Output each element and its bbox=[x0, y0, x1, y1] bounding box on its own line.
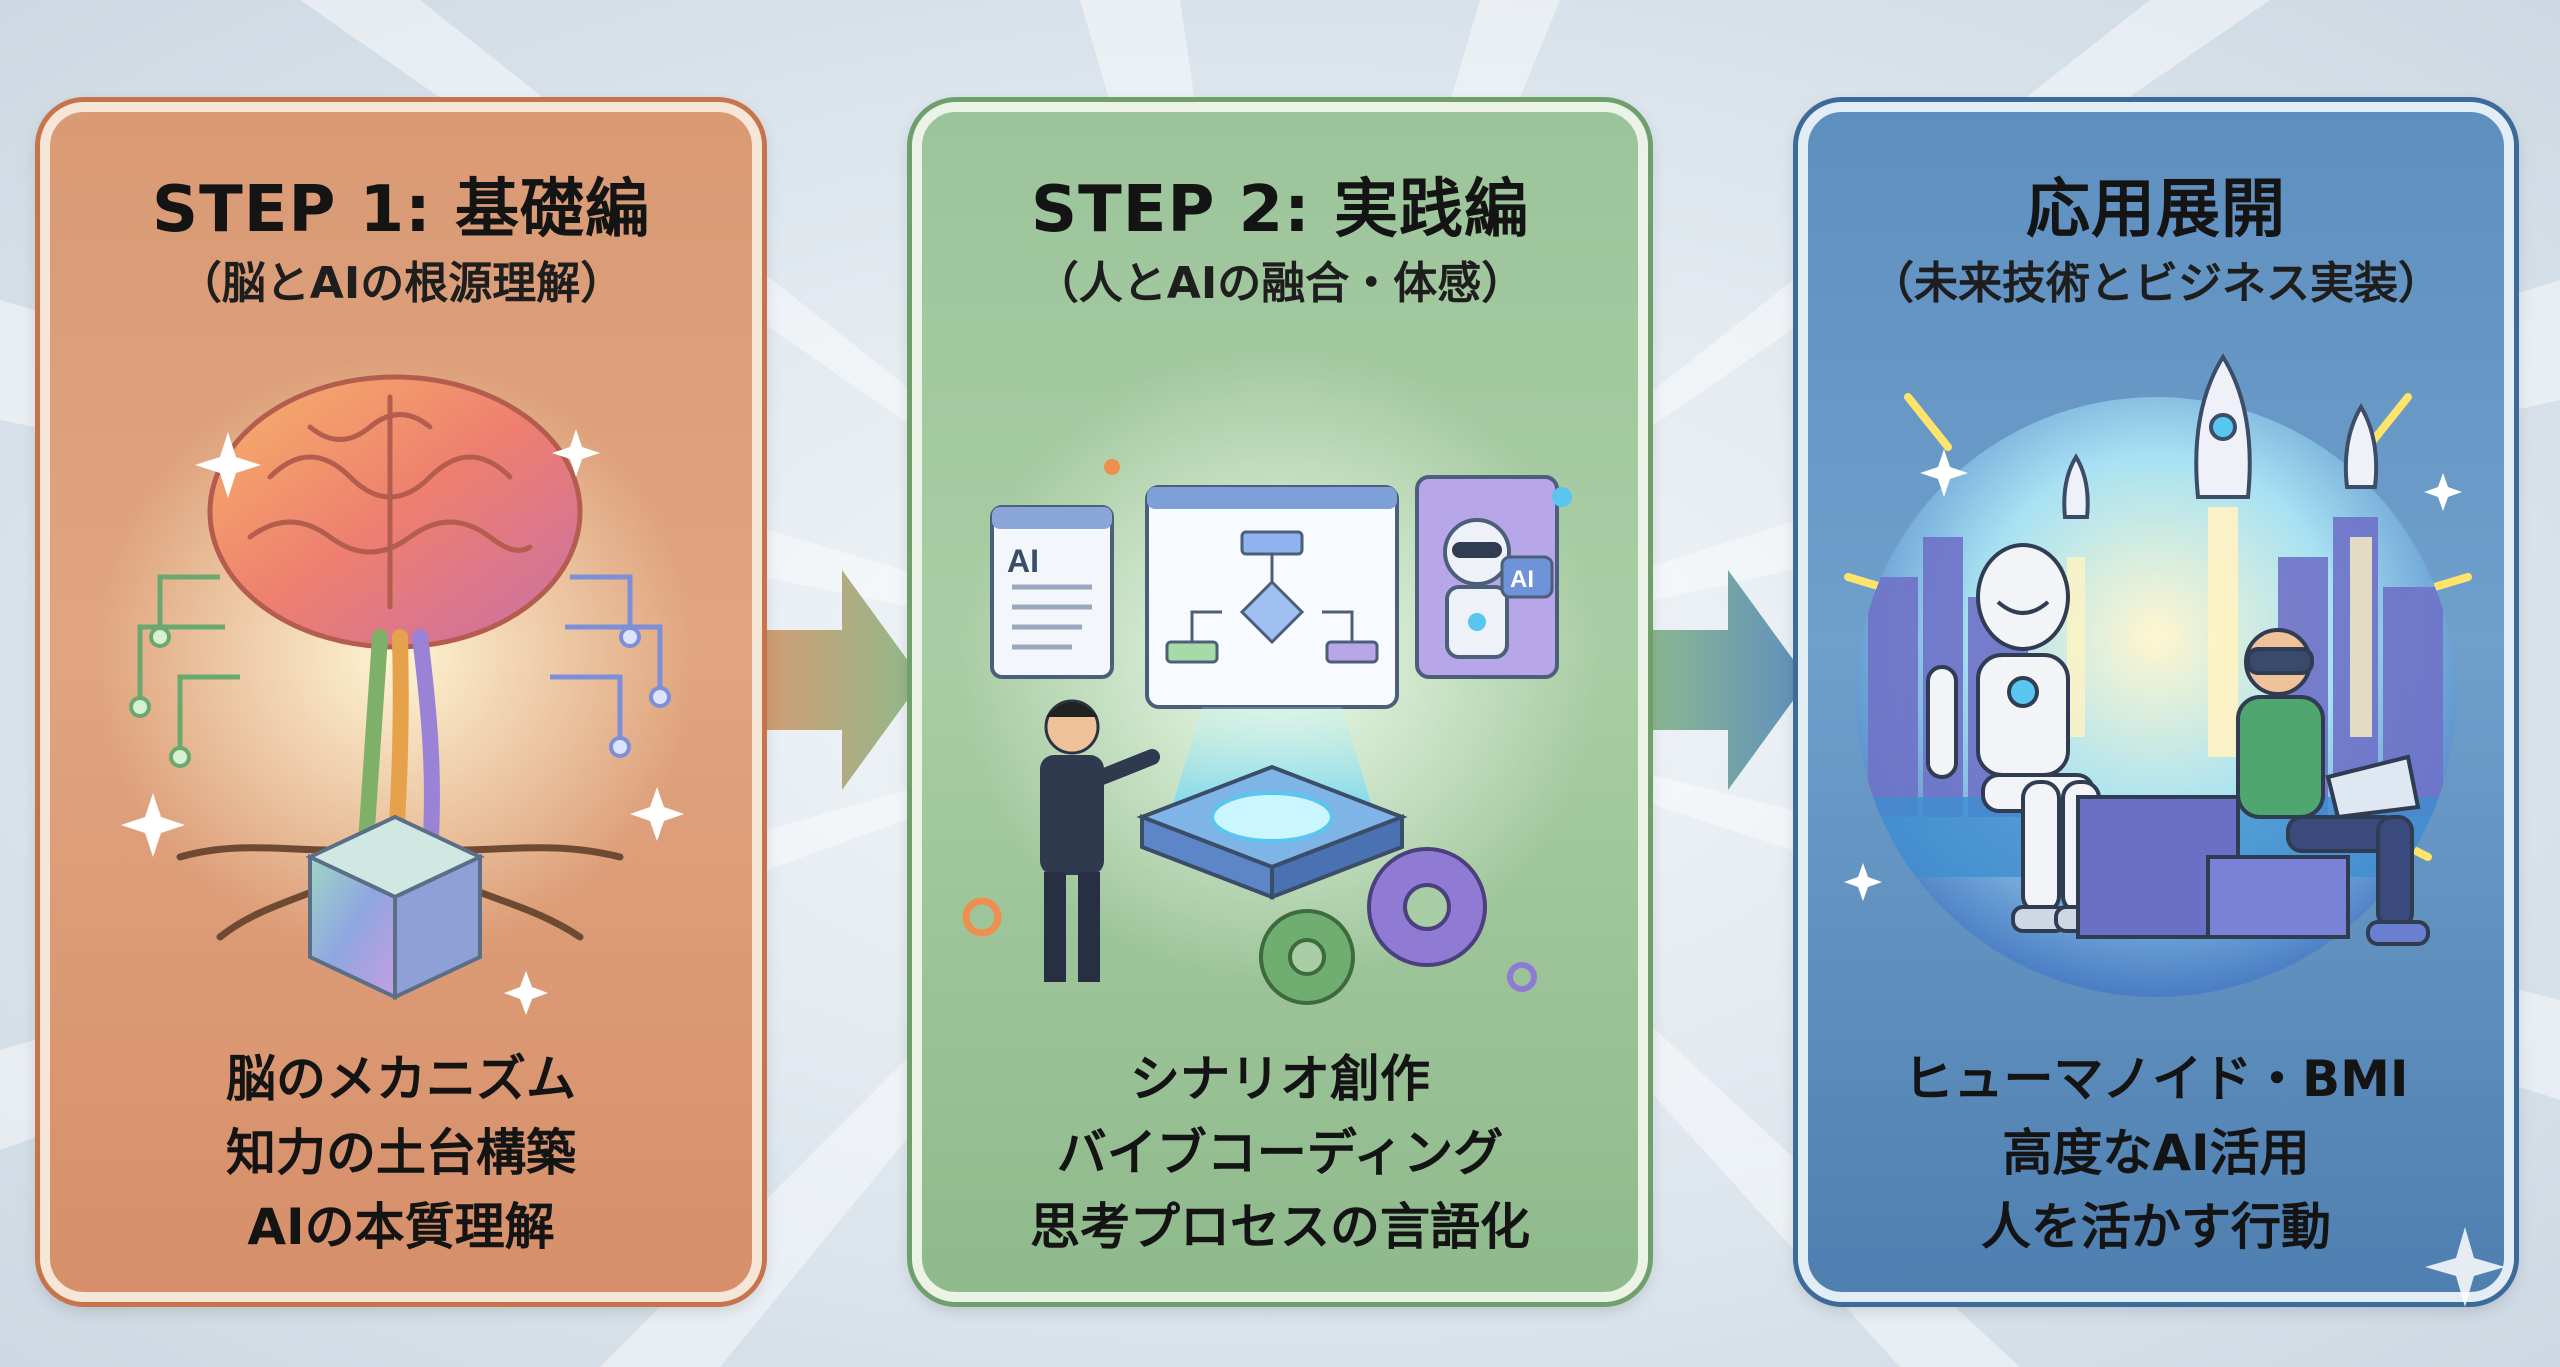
step3-panel: 応用展開 （未来技術とビジネス実装） bbox=[1798, 102, 2514, 1302]
step1-items: 脳のメカニズム 知力の土台構築 AIの本質理解 bbox=[50, 1042, 752, 1264]
step1-title: STEP 1: 基礎編 bbox=[151, 173, 651, 247]
step1-panel: STEP 1: 基礎編 （脳とAIの根源理解） bbox=[40, 102, 762, 1302]
step3-item: 高度なAI活用 bbox=[2002, 1124, 2310, 1182]
document-window: AI bbox=[990, 505, 1114, 679]
step2-title: STEP 2: 実践編 bbox=[1030, 173, 1530, 247]
human-ai-workflow-icon: AI AI bbox=[960, 347, 1600, 1005]
step3-item: 人を活かす行動 bbox=[1981, 1198, 2331, 1256]
sparkle-icon bbox=[2425, 1227, 2505, 1307]
step2-panel: STEP 2: 実践編 （人とAIの融合・体感） AI bbox=[912, 102, 1648, 1302]
svg-text:AI: AI bbox=[1007, 543, 1039, 579]
step2-subtitle: （人とAIの融合・体感） bbox=[1034, 258, 1526, 309]
step1-item: AIの本質理解 bbox=[247, 1198, 555, 1256]
step3-title: 応用展開 bbox=[2026, 173, 2286, 247]
step3-subtitle: （未来技術とビジネス実装） bbox=[1870, 258, 2442, 309]
svg-text:AI: AI bbox=[1510, 566, 1534, 593]
arrow-step2-to-step3 bbox=[1638, 570, 1808, 790]
brain-tree-icon bbox=[95, 357, 695, 1015]
step3-items: ヒューマノイド・BMI 高度なAI活用 人を活かす行動 bbox=[1808, 1042, 2504, 1264]
step1-subtitle: （脳とAIの根源理解） bbox=[177, 258, 625, 309]
step1-item: 知力の土台構築 bbox=[226, 1124, 576, 1182]
robot-vr-city-icon bbox=[1844, 353, 2472, 997]
step2-item: 思考プロセスの言語化 bbox=[1030, 1198, 1530, 1256]
step3-item: ヒューマノイド・BMI bbox=[1903, 1050, 2409, 1108]
step2-item: シナリオ創作 bbox=[1130, 1050, 1430, 1108]
arrow-step1-to-step2 bbox=[752, 570, 922, 790]
step2-item: バイブコーディング bbox=[1056, 1124, 1504, 1182]
step2-items: シナリオ創作 バイブコーディング 思考プロセスの言語化 bbox=[922, 1042, 1638, 1264]
step1-item: 脳のメカニズム bbox=[226, 1050, 576, 1108]
